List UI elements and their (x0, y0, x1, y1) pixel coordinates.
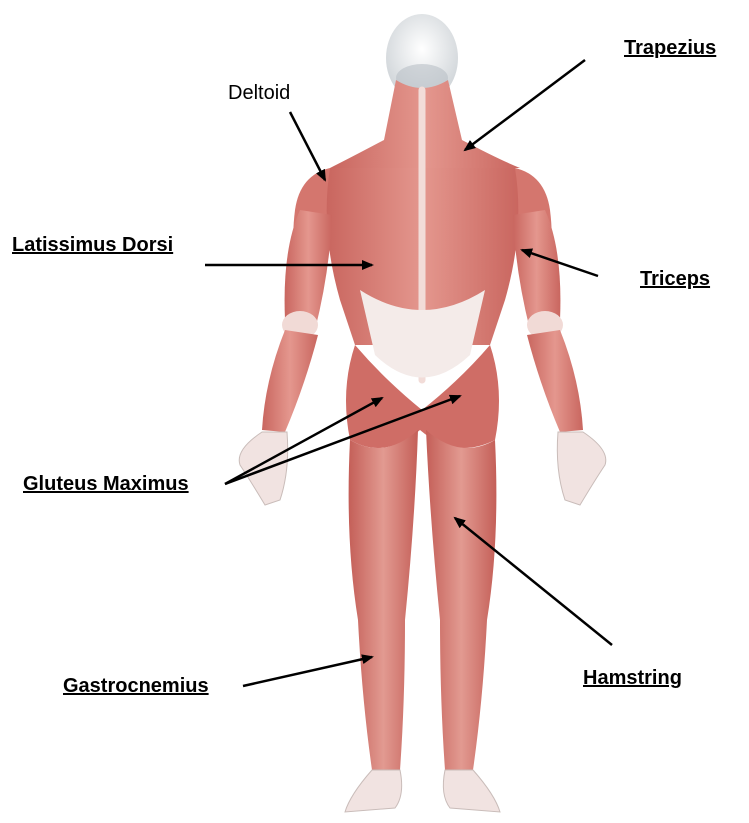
right-leg (426, 430, 496, 770)
label-latissimus-dorsi: Latissimus Dorsi (12, 233, 173, 257)
label-deltoid: Deltoid (228, 81, 290, 105)
trapezius-arrow (465, 60, 585, 150)
label-triceps: Triceps (640, 267, 710, 291)
left-leg (349, 430, 418, 770)
right-forearm (527, 330, 583, 432)
right-upper-arm (513, 210, 560, 330)
label-gluteus-maximus: Gluteus Maximus (23, 472, 189, 496)
right-hand (557, 432, 605, 505)
left-upper-arm (285, 210, 332, 330)
gastrocnemius-arrow (243, 657, 372, 686)
label-gastrocnemius: Gastrocnemius (63, 674, 209, 698)
label-hamstring: Hamstring (583, 666, 682, 690)
right-foot (443, 770, 500, 812)
left-foot (345, 770, 402, 812)
left-forearm (262, 330, 318, 432)
deltoid-arrow (290, 112, 325, 180)
label-trapezius: Trapezius (624, 36, 716, 60)
